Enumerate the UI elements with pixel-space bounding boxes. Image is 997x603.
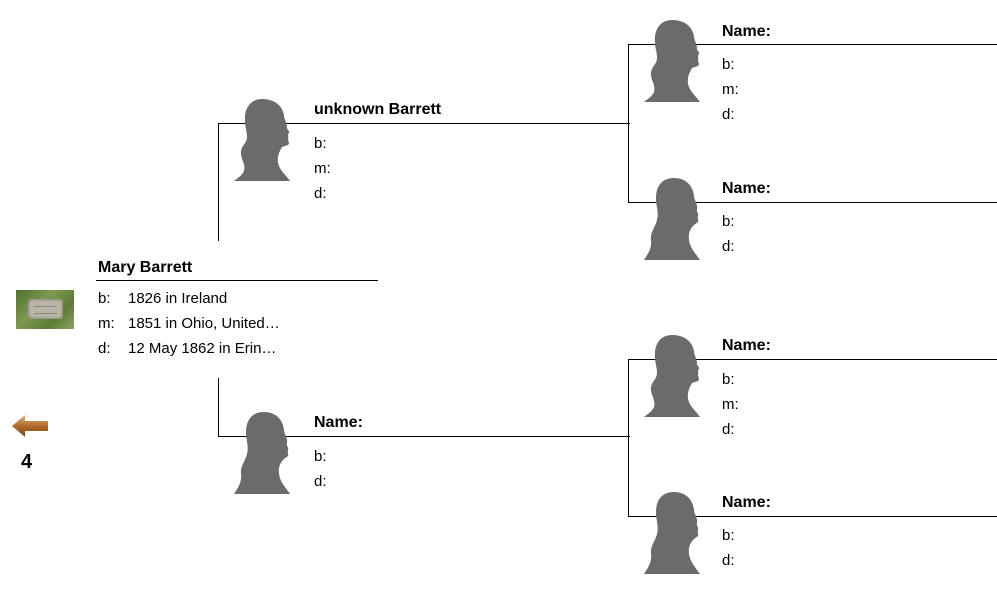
mother-facts: b: d:: [314, 444, 344, 494]
paternal-grandfather-facts: b: m: d:: [722, 52, 752, 127]
fact-row: b:: [722, 523, 752, 548]
connector-line: [218, 436, 630, 437]
fact-label: d:: [98, 340, 111, 357]
paternal-grandmother-name[interactable]: Name:: [722, 180, 771, 197]
father-name[interactable]: unknown Barrett: [314, 101, 442, 118]
fact-label: d:: [722, 238, 735, 255]
fact-label: d:: [314, 185, 327, 202]
fact-label: d:: [722, 552, 735, 569]
connector-line: [628, 44, 997, 45]
connector-line: [218, 123, 219, 241]
paternal-grandmother-facts: b: d:: [722, 209, 752, 259]
connector-line: [628, 202, 997, 203]
fact-row: b:: [722, 209, 752, 234]
maternal-grandmother-name[interactable]: Name:: [722, 494, 771, 511]
fact-label: b:: [314, 448, 327, 465]
paternal-grandfather-silhouette-icon[interactable]: [642, 18, 704, 102]
fact-row: b:: [722, 52, 752, 77]
fact-row: d:: [722, 417, 752, 442]
headstone-photo[interactable]: [16, 290, 74, 329]
fact-row: d:: [314, 469, 344, 494]
fact-row: b:: [314, 444, 344, 469]
headstone-shape: [28, 299, 63, 319]
connector-line: [628, 516, 997, 517]
left-arrow-icon[interactable]: [11, 413, 49, 439]
fact-row: m:: [722, 77, 752, 102]
fact-label: m:: [722, 81, 739, 98]
fact-row-death: d: 12 May 1862 in Erin…: [98, 336, 280, 361]
maternal-grandmother-facts: b: d:: [722, 523, 752, 573]
connector-line: [628, 44, 629, 203]
fact-row: d:: [722, 234, 752, 259]
connector-line: [218, 378, 219, 437]
father-facts: b: m: d:: [314, 131, 344, 206]
maternal-grandmother-silhouette-icon[interactable]: [642, 490, 704, 574]
connector-line: [628, 359, 997, 360]
fact-label: d:: [722, 421, 735, 438]
mother-silhouette-icon[interactable]: [232, 410, 294, 494]
father-silhouette-icon[interactable]: [232, 97, 294, 181]
fact-label: d:: [722, 106, 735, 123]
fact-label: b:: [722, 527, 735, 544]
fact-label: m:: [314, 160, 331, 177]
fact-value: 1826 in Ireland: [128, 290, 228, 307]
connector-line: [628, 359, 629, 517]
maternal-grandfather-name[interactable]: Name:: [722, 337, 771, 354]
fact-label: b:: [722, 56, 735, 73]
fact-row: d:: [722, 102, 752, 127]
fact-row: d:: [722, 548, 752, 573]
fact-row-marriage: m: 1851 in Ohio, United…: [98, 311, 280, 336]
root-person-facts: b: 1826 in Ireland m: 1851 in Ohio, Unit…: [98, 286, 280, 361]
fact-label: b:: [314, 135, 327, 152]
fact-label: b:: [722, 213, 735, 230]
connector-line: [218, 123, 630, 124]
fact-label: m:: [98, 315, 115, 332]
root-person-name[interactable]: Mary Barrett: [98, 259, 193, 276]
fact-label: d:: [314, 473, 327, 490]
mother-name[interactable]: Name:: [314, 414, 363, 431]
fact-label: b:: [98, 290, 111, 307]
connector-line: [96, 280, 378, 281]
paternal-grandmother-silhouette-icon[interactable]: [642, 176, 704, 260]
fact-label: b:: [722, 371, 735, 388]
fact-row: b:: [314, 131, 344, 156]
fact-row: m:: [722, 392, 752, 417]
maternal-grandfather-facts: b: m: d:: [722, 367, 752, 442]
fact-label: m:: [722, 396, 739, 413]
fact-row: m:: [314, 156, 344, 181]
fact-value: 1851 in Ohio, United…: [128, 315, 280, 332]
generation-number[interactable]: 4: [21, 451, 33, 473]
paternal-grandfather-name[interactable]: Name:: [722, 23, 771, 40]
fact-row-birth: b: 1826 in Ireland: [98, 286, 280, 311]
fact-row: b:: [722, 367, 752, 392]
fact-value: 12 May 1862 in Erin…: [128, 340, 277, 357]
maternal-grandfather-silhouette-icon[interactable]: [642, 333, 704, 417]
fact-row: d:: [314, 181, 344, 206]
